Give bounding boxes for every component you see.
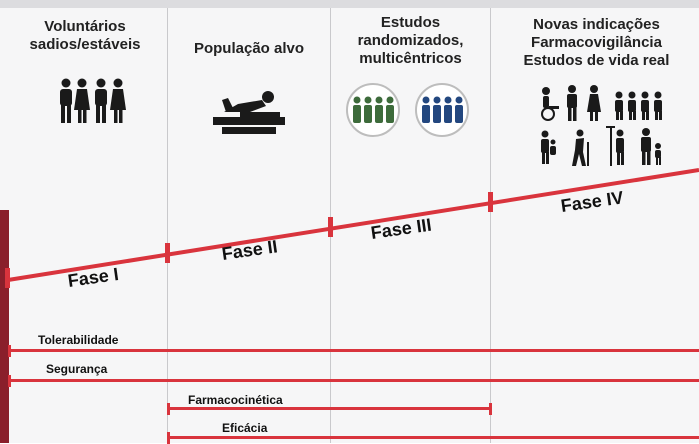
bar-start-tick (167, 403, 170, 415)
bar-farmacocinetica (168, 407, 491, 410)
column-heading-novas: Novas indicações Farmacovigilância Estud… (523, 16, 670, 69)
patient-bed-icon (213, 91, 285, 134)
top-strip (0, 0, 699, 8)
bar-end-tick (489, 403, 492, 415)
bar-tolerabilidade (8, 349, 699, 352)
bar-label-farmacocinetica: Farmacocinética (188, 393, 283, 407)
bar-eficacia (168, 436, 699, 439)
phase-marker (165, 243, 170, 263)
column-heading-populacao: População alvo (193, 40, 305, 57)
phase-marker (488, 192, 493, 212)
bar-label-eficacia: Eficácia (222, 421, 268, 435)
column-divider (490, 8, 491, 443)
bar-label-seguranca: Segurança (46, 362, 108, 376)
bar-seguranca (8, 379, 699, 382)
blue-group-icon (415, 83, 469, 137)
phase-marker (328, 217, 333, 237)
people-group-icon (60, 78, 126, 123)
column-divider (167, 8, 168, 443)
bar-label-tolerabilidade: Tolerabilidade (38, 333, 119, 347)
bar-start-tick (167, 432, 170, 444)
column-heading-voluntarios: Voluntários sadios/estáveis (29, 18, 141, 53)
bar-start-tick (8, 375, 11, 387)
column-heading-estudos: Estudos randomizados, multicêntricos (357, 14, 464, 67)
green-group-icon (346, 83, 400, 137)
bar-start-tick (8, 345, 11, 357)
phase-marker (5, 268, 10, 288)
diverse-population-icons (541, 85, 662, 166)
accent-strip (0, 210, 9, 443)
progression-line (7, 168, 699, 282)
